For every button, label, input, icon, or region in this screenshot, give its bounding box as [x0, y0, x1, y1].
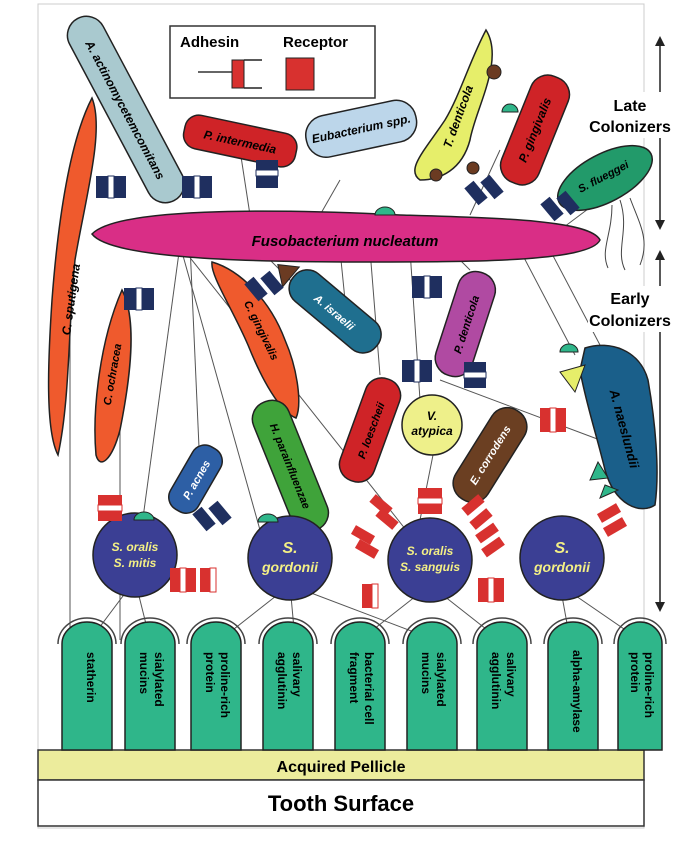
svg-text:S. oralis: S. oralis	[407, 544, 454, 558]
receptor-label: agglutinin	[489, 652, 503, 709]
svg-text:S. mitis: S. mitis	[114, 556, 157, 570]
bacterium-v-atypica: V. atypica	[402, 395, 462, 455]
svg-text:gordonii: gordonii	[533, 559, 591, 575]
streptococcus-s-oralis-s-mitis: S. oralis S. mitis	[93, 513, 177, 597]
navy-pair	[182, 176, 212, 198]
navy-pair	[96, 176, 126, 198]
receptor-label: alpha-amylase	[570, 650, 584, 733]
red-pair	[540, 408, 566, 432]
receptor-label: bacterial cell	[362, 652, 376, 725]
legend-receptor-label: Receptor	[283, 34, 348, 51]
receptor-statherin: statherin	[58, 618, 116, 750]
legend-adhesin-label: Adhesin	[180, 34, 239, 51]
receptor-label: fragment	[347, 652, 361, 703]
receptor-salivary-agglutinin: salivary agglutinin	[473, 618, 531, 750]
receptor-symbol	[286, 58, 314, 90]
receptor-sialylated-mucins: sialylated mucins	[121, 618, 179, 750]
receptor-label: proline-rich	[218, 652, 232, 718]
late-colonizers-label-1: Late	[614, 98, 647, 115]
svg-text:S. sanguis: S. sanguis	[400, 560, 460, 574]
receptor-label: proline-rich	[642, 652, 656, 718]
red-pair	[362, 584, 378, 608]
receptor-label: mucins	[419, 652, 433, 694]
receptor-label: agglutinin	[275, 652, 289, 709]
navy-pair	[402, 360, 432, 382]
navy-pair	[256, 160, 278, 188]
host-receptors: statherin sialylated mucins proline-rich…	[58, 618, 666, 750]
navy-pair	[412, 276, 442, 298]
streptococcus-s-oralis-s-sanguis: S. oralis S. sanguis	[388, 518, 472, 602]
red-pair	[98, 495, 122, 521]
svg-text:S.: S.	[282, 540, 297, 557]
receptor-label: statherin	[84, 652, 98, 703]
receptor-label: sialylated	[152, 652, 166, 707]
pellicle-label: Acquired Pellicle	[277, 759, 406, 776]
early-colonizers-label-2: Colonizers	[589, 313, 671, 330]
receptor-label: protein	[203, 652, 217, 693]
navy-pair	[464, 362, 486, 388]
streptococcus-s-gordonii: S. gordonii	[248, 516, 332, 600]
early-colonizers-label-1: Early	[610, 291, 649, 308]
receptor-sialylated-mucins: sialylated mucins	[403, 618, 461, 750]
svg-text:V.: V.	[427, 409, 437, 423]
red-pair	[200, 568, 216, 592]
receptor-bacterial-cell-fragment: bacterial cell fragment	[331, 618, 389, 750]
late-colonizers-label-2: Colonizers	[589, 119, 671, 136]
streptococcus-s-gordonii: S. gordonii	[520, 516, 604, 600]
receptor-proline-rich-protein: proline-rich protein	[187, 618, 245, 750]
receptor-alpha-amylase: alpha-amylase	[544, 618, 602, 750]
receptor-label: salivary	[290, 652, 304, 697]
tooth-surface-label: Tooth Surface	[268, 791, 414, 816]
receptor-label: sialylated	[434, 652, 448, 707]
receptor-proline-rich-protein: proline-rich protein	[614, 618, 666, 750]
receptor-salivary-agglutinin: salivary agglutinin	[259, 618, 317, 750]
red-pair	[418, 488, 442, 514]
navy-pair	[124, 288, 154, 310]
red-pair	[478, 578, 504, 602]
svg-text:S. oralis: S. oralis	[112, 540, 159, 554]
red-pair	[170, 568, 196, 592]
svg-text:S.: S.	[554, 540, 569, 557]
legend: Adhesin Receptor	[170, 26, 375, 98]
svg-text:Fusobacterium nucleatum: Fusobacterium nucleatum	[252, 233, 439, 250]
svg-text:atypica: atypica	[411, 424, 453, 438]
receptor-label: salivary	[504, 652, 518, 697]
svg-text:gordonii: gordonii	[261, 559, 319, 575]
receptor-label: protein	[628, 652, 642, 693]
receptor-label: mucins	[137, 652, 151, 694]
